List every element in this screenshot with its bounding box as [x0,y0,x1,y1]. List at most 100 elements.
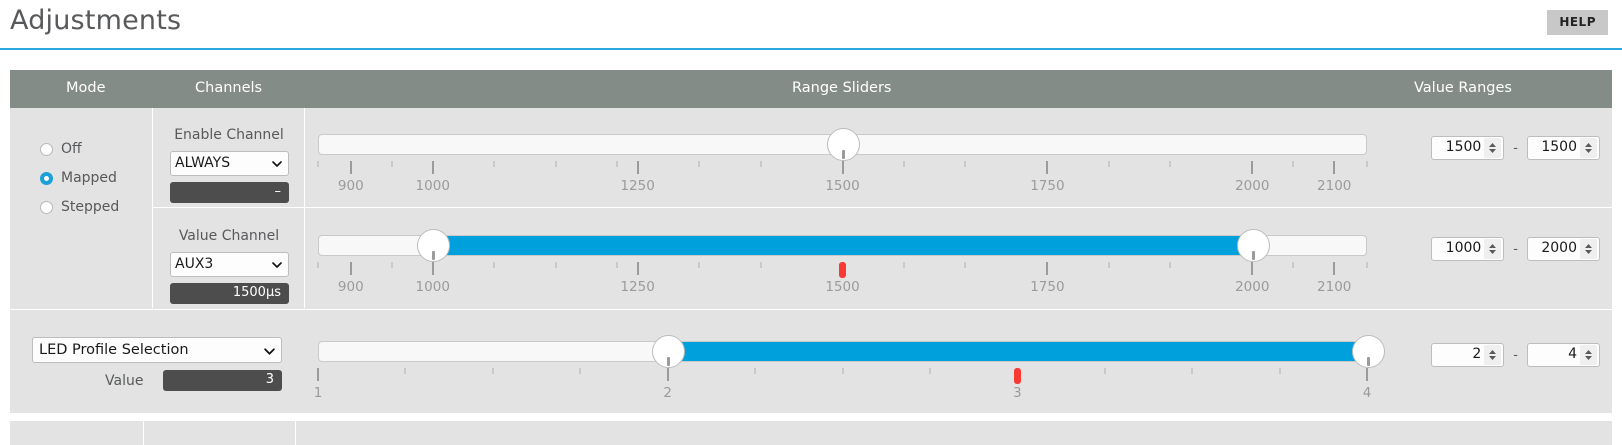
tick-label: 900 [337,279,364,295]
mode-option-mapped[interactable]: Mapped [40,170,117,186]
tick-label: 2100 [1317,178,1352,194]
tick-major [1046,161,1049,174]
spinner-arrows-icon[interactable] [1484,345,1502,365]
value-channel-select[interactable]: AUX3 [170,252,289,277]
value-channel-slider-range-inputs: 1000-2000 [1431,237,1600,261]
mode-column: Off Mapped Stepped [10,108,153,308]
enable-channel-slider-handle-single[interactable] [827,128,860,161]
led-profile-slider-track[interactable] [318,335,1385,368]
enable-channel-slider-min-input[interactable]: 1500 [1431,136,1505,160]
led-profile-slider-min-input[interactable]: 2 [1431,343,1505,367]
divider [143,421,144,445]
tick-label: 1 [313,385,323,401]
tick-label: 1750 [1030,178,1065,194]
mode-option-stepped-label: Stepped [61,199,120,215]
column-header-value-ranges: Value Ranges [1414,80,1512,96]
value-channel-title: Value Channel [178,228,280,244]
tick-minor [1169,161,1172,167]
mode-option-stepped[interactable]: Stepped [40,199,119,215]
led-profile-slider-scale: 1 2 3 4 [314,368,1371,408]
help-button[interactable]: HELP [1547,10,1608,35]
tick-major [1251,161,1254,174]
range-separator: - [1513,241,1518,257]
tick-minor [1292,161,1295,167]
tick-minor [928,368,931,374]
enable-channel-block: Enable Channel ALWAYS – [153,108,305,208]
value-channel-value: 1500µs [170,283,289,304]
tick-label: 1500 [825,279,860,295]
value-channel-slider-track[interactable] [318,229,1367,262]
enable-channel-selected-value: ALWAYS [175,155,231,171]
page-title: Adjustments [10,5,182,36]
enable-channel-slider-track[interactable] [318,128,1367,161]
tick-label: 1250 [620,178,655,194]
led-profile-value: 3 [163,370,282,391]
spinner-arrows-icon[interactable] [1580,138,1597,158]
led-profile-slider-handle-high[interactable] [1351,335,1385,368]
spinner-arrows-icon[interactable] [1580,345,1597,365]
tick-minor [1107,262,1110,268]
tick-minor [1103,368,1106,374]
tick-label: 1000 [415,178,450,194]
spinner-arrows-icon[interactable] [1484,239,1502,259]
mode-option-off-label: Off [61,141,82,157]
enable-channel-select[interactable]: ALWAYS [170,151,289,176]
tick-major [349,262,352,275]
column-header-channels: Channels [195,80,263,96]
led-profile-slider-max-input[interactable]: 4 [1527,343,1600,367]
led-profile-value-label: Value [105,373,144,389]
radio-icon-off [40,142,53,156]
tick-major [636,161,639,174]
tick-minor [390,262,393,268]
next-panel-strip [10,421,1612,445]
led-profile-slider-handle-low[interactable] [652,335,686,368]
tick-minor [390,161,393,167]
spinner-arrows-icon[interactable] [1484,138,1502,158]
column-header-mode: Mode [66,80,106,96]
tick-major [1333,161,1336,174]
value-channel-slider-max-input[interactable]: 2000 [1527,237,1600,261]
chevron-down-icon [272,260,282,269]
value-channel-slider-handle-low[interactable] [417,229,451,262]
led-profile-select[interactable]: LED Profile Selection [32,337,282,363]
mode-option-mapped-label: Mapped [61,170,117,186]
led-profile-selected-value: LED Profile Selection [39,342,189,358]
enable-channel-title: Enable Channel [174,127,284,143]
tick-minor [616,161,619,167]
tick-label: 1500 [825,178,860,194]
tick-minor [1169,262,1172,268]
adjustments-panel: Off Mapped Stepped Enable Channel ALWAYS… [10,108,1612,413]
tick-major [431,262,434,275]
tick-label: 3 [1013,385,1022,401]
tick-minor [1366,262,1368,268]
tick-minor [1191,368,1194,374]
tick-label: 2000 [1235,279,1270,295]
tick-minor [491,368,494,374]
tick-minor [1107,161,1110,167]
led-profile-slider-range-inputs: 2-4 [1431,343,1600,367]
tick-label: 1750 [1030,279,1065,295]
tick-minor [1292,262,1295,268]
enable-channel-slider-max-input[interactable]: 1500 [1527,136,1600,160]
tick-label: 2 [663,385,672,401]
tick-label: 1250 [620,279,655,295]
value-channel-slider-handle-high[interactable] [1236,229,1270,262]
tick-major [1046,262,1049,275]
tick-label: 4 [1362,385,1372,401]
chevron-down-icon [264,346,275,355]
tick-minor [554,262,557,268]
value-channel-slider-min-input[interactable]: 1000 [1431,237,1505,261]
tick-major [841,161,844,174]
tick-major [317,368,319,381]
tick-minor [317,262,319,268]
mode-option-off[interactable]: Off [40,141,82,157]
tick-major [666,368,669,381]
value-channel-block: Value Channel AUX3 1500µs [153,209,305,308]
spinner-arrows-icon[interactable] [1580,239,1597,259]
tick-major [349,161,352,174]
tick-minor [759,262,762,268]
led-profile-column: LED Profile Selection Value 3 [10,309,305,413]
